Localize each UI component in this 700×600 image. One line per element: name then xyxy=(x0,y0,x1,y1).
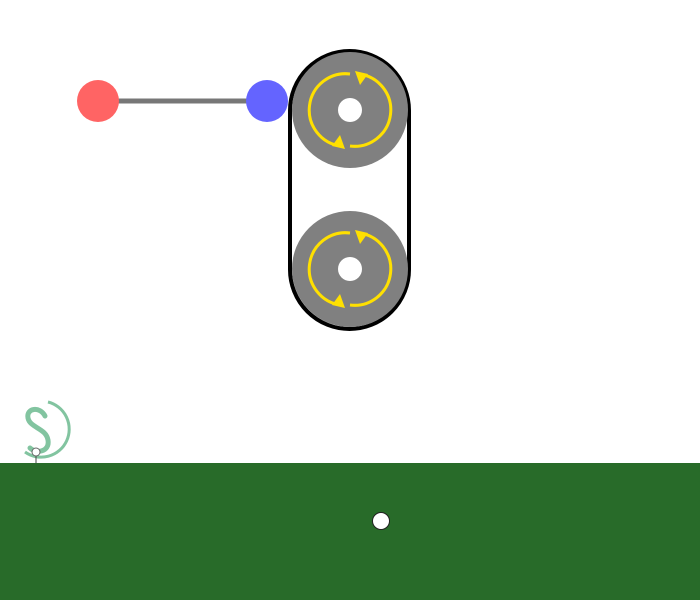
rotate-cw-icon xyxy=(307,230,393,308)
anchor-left-joint[interactable] xyxy=(77,80,119,122)
rotate-cw-icon xyxy=(307,71,393,149)
ball[interactable] xyxy=(372,512,390,530)
anchor-right-joint[interactable] xyxy=(246,80,288,122)
pulley-bottom-hub xyxy=(338,257,362,281)
pulley-top-hub xyxy=(338,98,362,122)
ground-terrain xyxy=(0,463,700,600)
pulley-top[interactable] xyxy=(292,52,408,168)
s-logo-icon[interactable] xyxy=(24,400,71,463)
pulley-bottom[interactable] xyxy=(292,211,408,327)
